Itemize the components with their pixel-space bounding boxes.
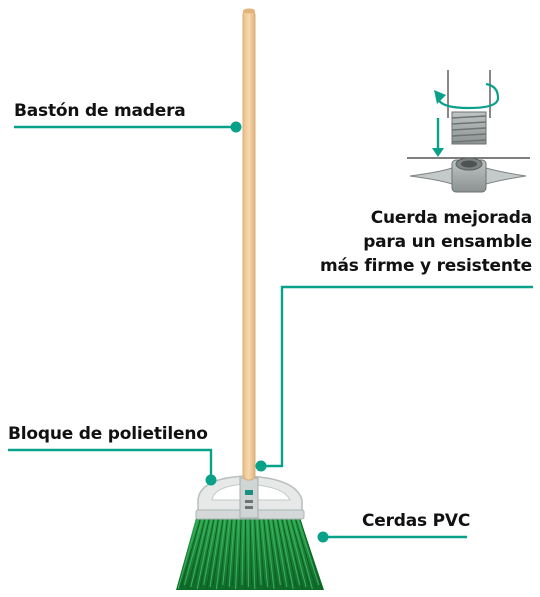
bristle-strand — [267, 518, 278, 588]
bristle-strand — [283, 518, 301, 586]
bristle-strand — [215, 518, 226, 590]
callout-line-thread — [262, 285, 533, 468]
label-handle: Bastón de madera — [14, 101, 186, 121]
bristle-strand — [203, 518, 217, 586]
thread-detail-illustration — [407, 70, 530, 193]
bristle-strand — [285, 518, 304, 590]
bristle-strand — [274, 518, 288, 588]
bristle-strand — [251, 518, 256, 590]
bristle-strand — [292, 518, 313, 590]
broom — [176, 8, 324, 590]
bristle-strand — [258, 518, 265, 590]
callout-dot-handle — [230, 121, 242, 133]
threaded-tip — [451, 111, 487, 145]
bristle-strand — [297, 518, 320, 586]
label-thread-line-2: para un ensamble — [363, 232, 532, 252]
bristle-strand — [231, 518, 237, 586]
label-bristles: Cerdas PVC — [362, 511, 471, 531]
down-arrow-icon — [432, 118, 444, 157]
bristle-strand — [295, 518, 317, 588]
bristle-strand — [281, 518, 297, 588]
label-thread: Cuerda mejorada para un ensamble más fir… — [320, 206, 532, 278]
rotate-arrow-icon — [434, 82, 500, 110]
bristle-strand — [263, 518, 272, 586]
bristle-strand — [180, 518, 201, 588]
bristle-strand — [254, 518, 259, 588]
bristle-strand — [256, 518, 262, 586]
bristle-strand — [270, 518, 281, 586]
bristle-strand — [249, 518, 253, 586]
bristle-strand — [196, 518, 213, 590]
bristle-strand — [212, 518, 224, 586]
polyethylene-block — [195, 475, 305, 520]
bristle-strand — [219, 518, 228, 588]
bristle-strand — [193, 518, 210, 586]
bristle-strand — [209, 518, 222, 588]
label-block: Bloque de polietileno — [8, 424, 208, 444]
callout-dot-block — [205, 474, 217, 486]
bristle-strand — [177, 518, 199, 590]
bristle-strand — [222, 518, 231, 586]
bristle-strand — [241, 518, 244, 586]
bristle-strand — [235, 518, 240, 590]
bristle-strand — [238, 518, 242, 588]
pvc-bristles — [176, 518, 324, 590]
bristle-strand — [225, 518, 233, 590]
callout-dot-thread — [255, 460, 267, 472]
callout-lines — [8, 125, 533, 539]
bristle-strand — [199, 518, 215, 588]
bristle-strand — [276, 518, 291, 586]
callout-dots — [205, 121, 329, 543]
bristle-strand — [261, 518, 269, 588]
callout-dot-bristles — [317, 531, 329, 543]
bristle-strand — [290, 518, 310, 586]
bristle-strand — [206, 518, 219, 590]
bristle-strand — [288, 518, 307, 588]
bristle-strand — [187, 518, 206, 590]
socket-nut — [409, 157, 527, 193]
label-thread-line-3: más firme y resistente — [320, 256, 532, 276]
callout-line-block — [8, 448, 213, 479]
bristle-strand — [265, 518, 275, 590]
bristle-strand — [279, 518, 294, 590]
bristle-strand — [247, 518, 249, 588]
wooden-handle — [242, 8, 256, 481]
bristle-strand — [299, 518, 323, 590]
bristle-strand — [228, 518, 235, 588]
bristle-strand — [190, 518, 208, 588]
bristle-strand — [183, 518, 203, 586]
label-thread-line-1: Cuerda mejorada — [370, 208, 533, 228]
bristle-strand — [272, 518, 285, 590]
